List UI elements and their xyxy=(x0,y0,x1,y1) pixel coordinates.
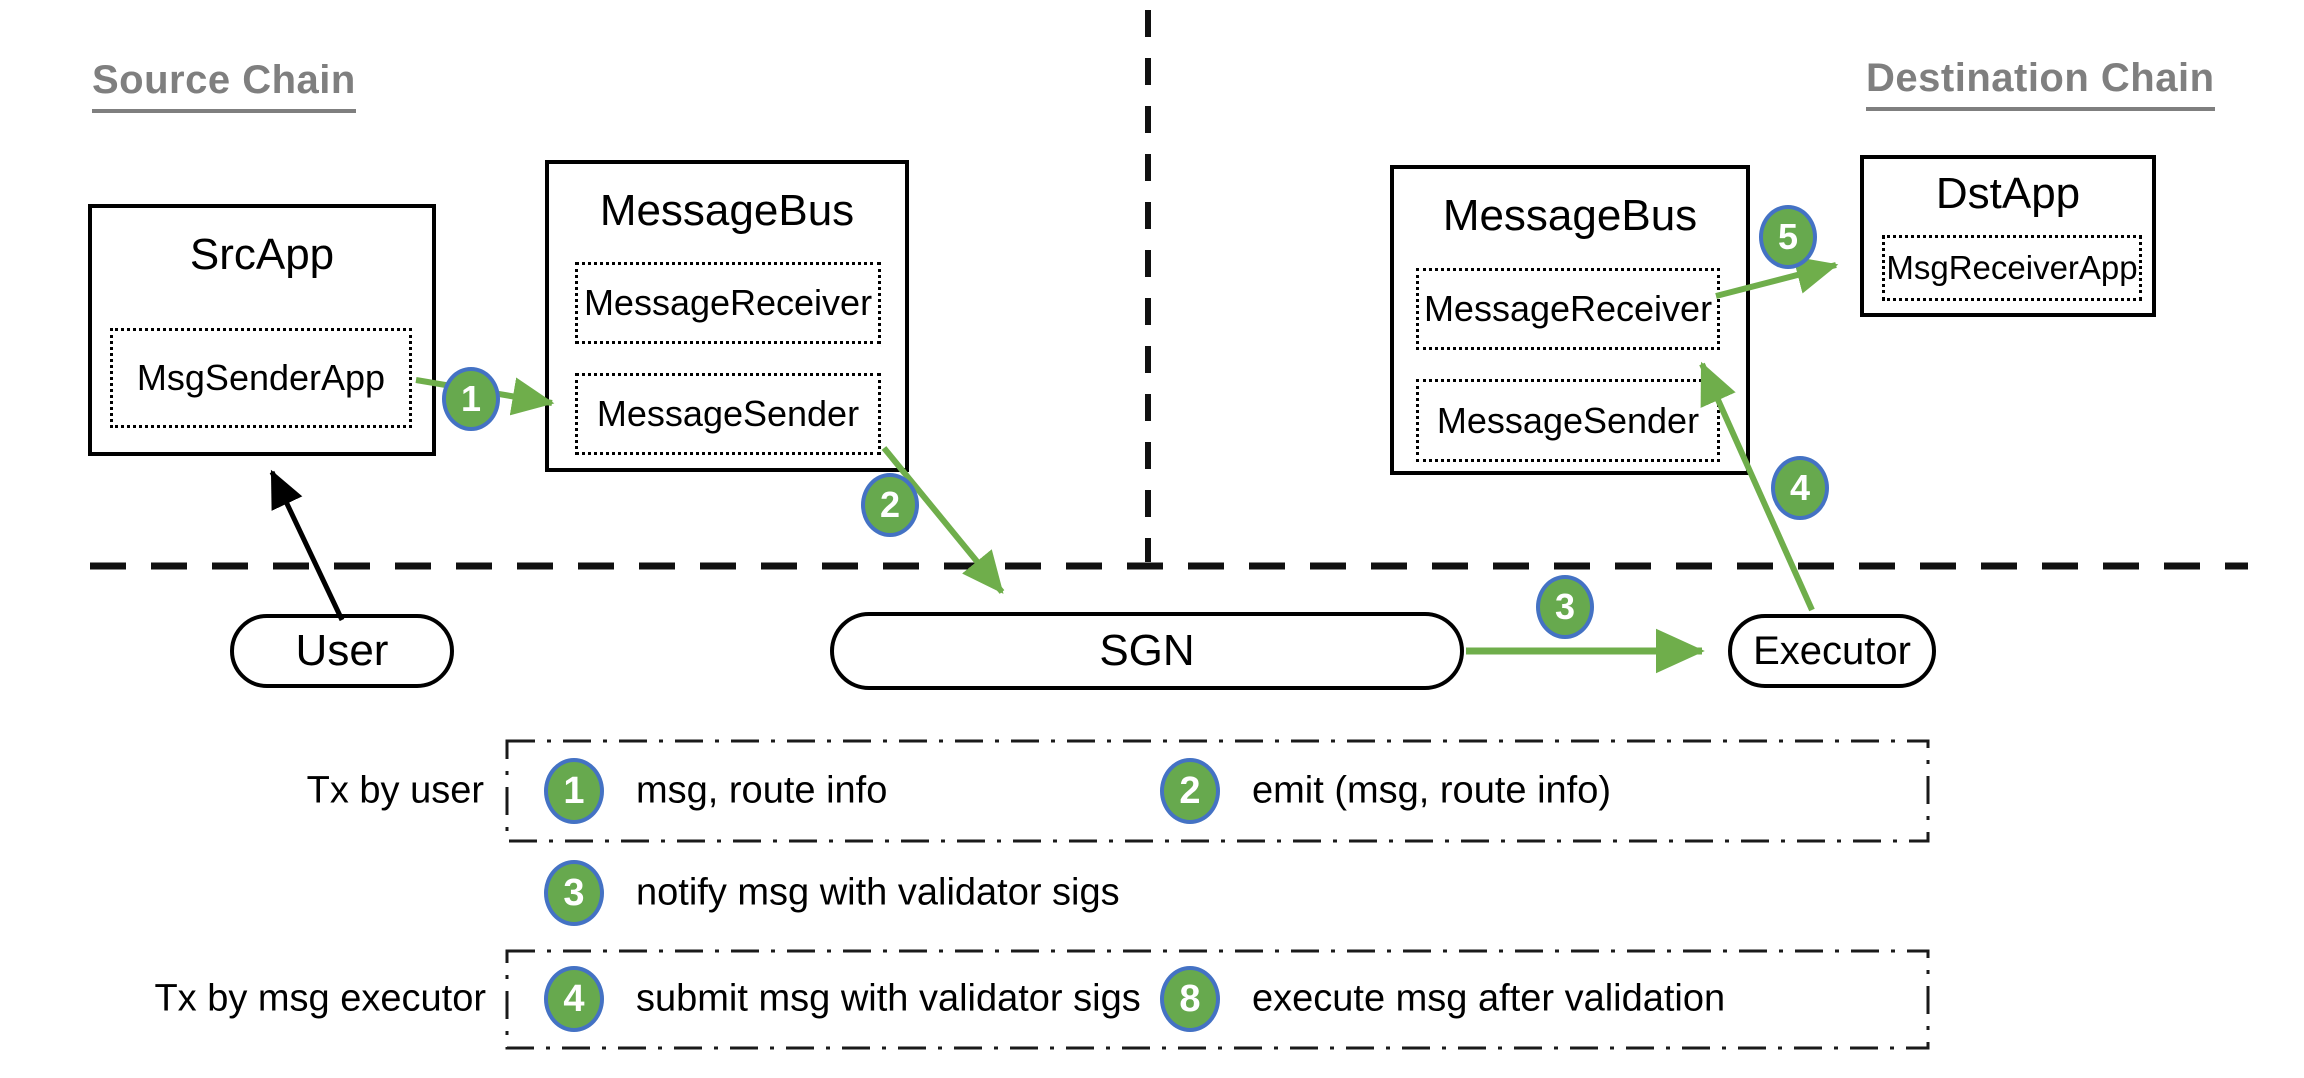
user-to-srcapp-arrow xyxy=(269,469,345,622)
dst-app-box: DstApp MsgReceiverApp xyxy=(1860,155,2156,317)
legend-marker-2: 2 xyxy=(1160,758,1220,824)
step1-marker: 1 xyxy=(442,367,500,431)
legend-marker-3: 3 xyxy=(544,860,604,926)
message-sender-destination-label: MessageSender xyxy=(1436,399,1700,441)
dst-app-title: DstApp xyxy=(1935,169,2081,218)
message-receiver-destination-label: MessageReceiver xyxy=(1423,288,1713,329)
legend-item-3-text: notify msg with validator sigs xyxy=(636,871,1120,914)
legend-marker-8: 8 xyxy=(1160,966,1220,1032)
step4-marker: 4 xyxy=(1771,456,1829,520)
user-pill: User xyxy=(230,614,454,688)
message-receiver-source-box: MessageReceiver xyxy=(575,262,881,344)
sgn-pill: SGN xyxy=(830,612,1464,690)
legend-label-tx-by-msg-executor: Tx by msg executor xyxy=(154,977,486,1020)
legend-item-2-text: emit (msg, route info) xyxy=(1252,769,1611,812)
legend-marker-4: 4 xyxy=(544,966,604,1032)
step3-marker: 3 xyxy=(1536,575,1594,639)
message-bus-source-box: MessageBus MessageReceiver MessageSender xyxy=(545,160,909,472)
msg-receiver-app-label: MsgReceiverApp xyxy=(1886,249,2138,286)
message-bus-destination-title: MessageBus xyxy=(1442,191,1698,240)
src-app-title: SrcApp xyxy=(189,230,335,279)
step5-marker: 5 xyxy=(1759,205,1817,269)
step2-marker: 2 xyxy=(861,473,919,537)
msg-sender-app-box: MsgSenderApp xyxy=(110,328,412,428)
legend-item-4-text: submit msg with validator sigs xyxy=(636,977,1141,1020)
msg-receiver-app-box: MsgReceiverApp xyxy=(1882,235,2142,301)
src-app-box: SrcApp MsgSenderApp xyxy=(88,204,436,456)
destination-chain-heading: Destination Chain xyxy=(1866,56,2215,111)
executor-pill: Executor xyxy=(1728,614,1936,688)
legend-item-8-text: execute msg after validation xyxy=(1252,977,1726,1020)
legend-item-1-text: msg, route info xyxy=(636,769,888,812)
message-sender-source-box: MessageSender xyxy=(575,373,881,455)
source-chain-heading: Source Chain xyxy=(92,58,356,113)
message-bus-source-title: MessageBus xyxy=(599,186,855,235)
message-bus-destination-box: MessageBus MessageReceiver MessageSender xyxy=(1390,165,1750,475)
message-receiver-destination-box: MessageReceiver xyxy=(1416,268,1720,350)
legend-label-tx-by-user: Tx by user xyxy=(306,769,484,812)
message-sender-source-label: MessageSender xyxy=(596,393,860,434)
message-sender-destination-box: MessageSender xyxy=(1416,379,1720,462)
msg-sender-app-label: MsgSenderApp xyxy=(136,357,386,398)
legend-marker-1: 1 xyxy=(544,758,604,824)
message-receiver-source-label: MessageReceiver xyxy=(583,282,873,323)
